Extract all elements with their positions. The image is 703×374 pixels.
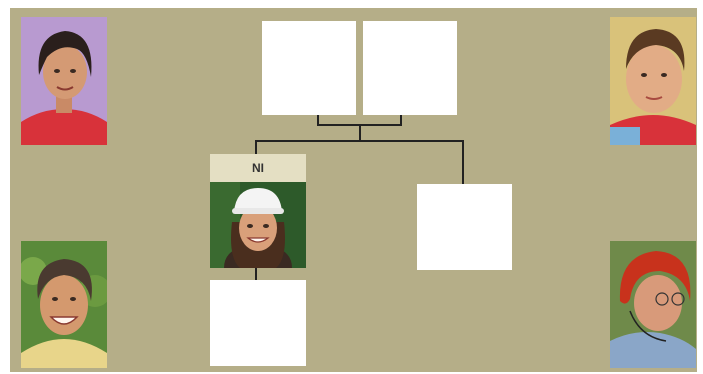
red-haired-woman-portrait-image (610, 241, 696, 368)
connector-descendant (255, 267, 257, 280)
girl-with-white-cap-portrait-image (210, 182, 306, 268)
family-tree-board: NI (10, 8, 697, 372)
connector-siblings-bar (255, 140, 464, 142)
photo-girl-center[interactable] (210, 182, 306, 268)
child-portrait-image (610, 17, 696, 145)
man-portrait-image (21, 241, 107, 368)
connector-child-right (462, 140, 464, 184)
drop-slot-sibling[interactable] (417, 184, 512, 270)
drop-slot-parent-left[interactable] (262, 21, 356, 115)
photo-child-top-right[interactable] (610, 17, 696, 145)
drop-slot-parent-right[interactable] (363, 21, 457, 115)
photo-man-bottom-left[interactable] (21, 241, 107, 368)
member-label: NI (210, 154, 306, 182)
woman-portrait-image (21, 17, 107, 145)
photo-woman-top-left[interactable] (21, 17, 107, 145)
connector-child-left (255, 140, 257, 154)
drop-slot-descendant[interactable] (210, 280, 306, 366)
photo-woman-bottom-right[interactable] (610, 241, 696, 368)
